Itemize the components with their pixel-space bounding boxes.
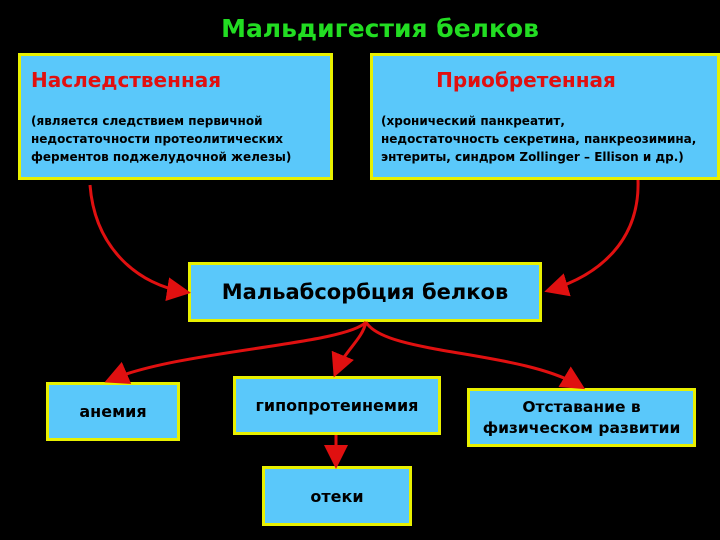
hereditary-description: (является следствием первичной недостато… [31,114,292,164]
arrow-to-hypoproteinemia [331,321,368,378]
malabsorption-box: Мальабсорбция белков [188,262,542,322]
edema-label: отеки [310,486,364,506]
acquired-description: (хронический панкреатит, недостаточность… [381,114,697,164]
edema-box: отеки [262,466,412,526]
hereditary-heading: Наследственная [31,68,222,92]
malabsorption-label: Мальабсорбция белков [221,280,509,304]
page-title: Мальдигестия белков [221,14,539,43]
development-label: Отставание в физическом развитии [482,397,681,437]
arrow-to-development [364,321,586,390]
acquired-heading: Приобретенная [436,68,616,92]
hypoproteinemia-label: гипопротеинемия [255,396,419,415]
arrow-hereditary-to-malabsorption [88,184,191,302]
acquired-box: Приобретенная (хронический панкреатит, н… [370,53,720,180]
anemia-box: анемия [46,382,180,441]
anemia-label: анемия [79,402,147,421]
development-box: Отставание в физическом развитии [467,388,696,447]
arrow-acquired-to-malabsorption [544,179,640,297]
arrow-to-anemia [104,320,368,384]
hereditary-box: Наследственная (является следствием перв… [18,53,333,180]
